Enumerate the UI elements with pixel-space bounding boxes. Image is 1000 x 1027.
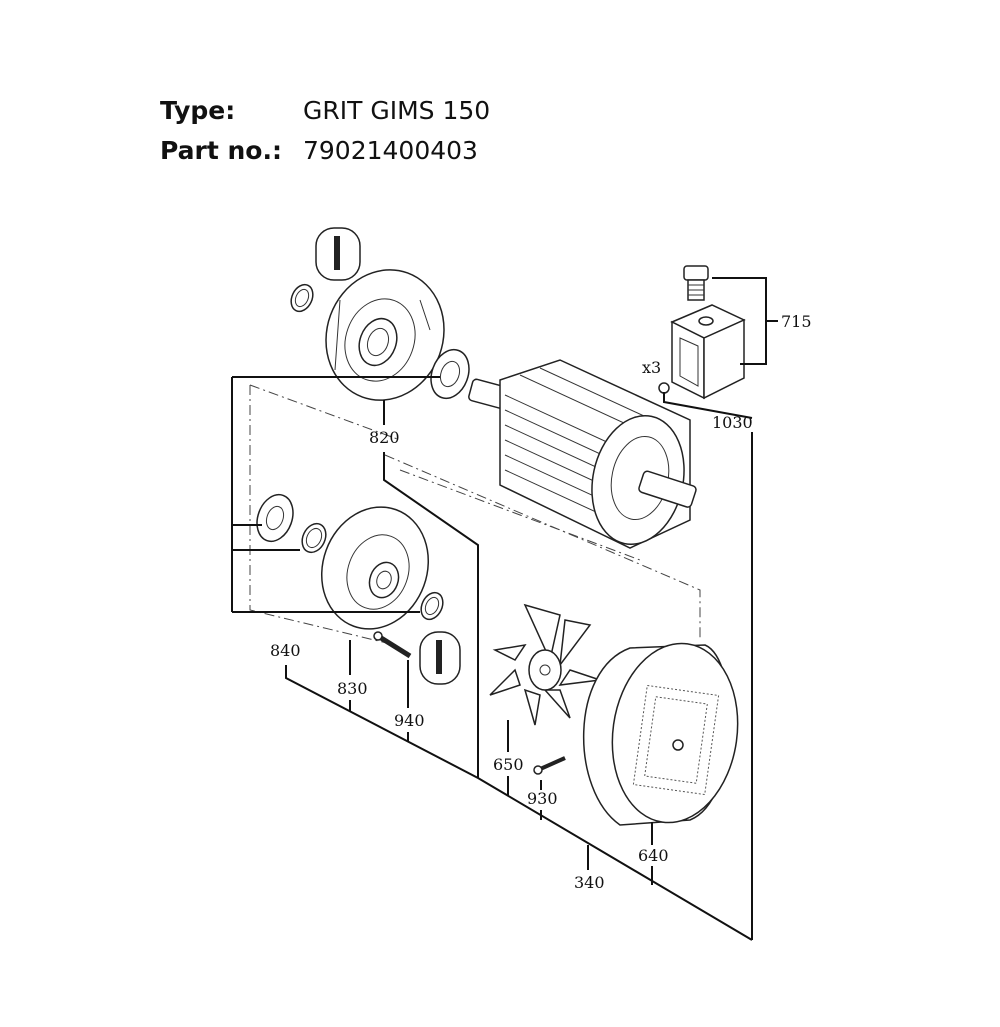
fan-cover-icon[interactable] xyxy=(583,635,749,831)
callout-x3: x3 xyxy=(642,358,661,377)
terminal-screw-icon[interactable] xyxy=(658,382,670,394)
screw-940-icon[interactable] xyxy=(373,631,412,659)
callout-840: 840 xyxy=(270,641,301,660)
callout-715: 715 xyxy=(781,312,812,331)
callout-830: 830 xyxy=(337,679,368,698)
type-label: Type: xyxy=(160,96,236,125)
callout-1030: 1030 xyxy=(712,413,753,432)
cable-gland-icon[interactable] xyxy=(683,265,709,301)
seal-detail-icon xyxy=(315,227,361,281)
seal-ring-icon[interactable] xyxy=(287,281,317,315)
bearing-front-icon[interactable] xyxy=(425,344,476,403)
callout-820: 820 xyxy=(369,428,400,447)
header: Type: GRIT GIMS 150 Part no.: 7902140040… xyxy=(160,96,490,176)
end-shield-front-icon[interactable] xyxy=(308,253,462,417)
o-ring-icon[interactable] xyxy=(298,520,331,556)
screw-930-icon[interactable] xyxy=(533,756,566,775)
type-value: GRIT GIMS 150 xyxy=(303,96,491,125)
lead-lines xyxy=(231,277,778,941)
part-row: Part no.: 79021400403 xyxy=(160,136,490,176)
end-shield-rear-icon[interactable] xyxy=(305,492,445,644)
fan-icon[interactable] xyxy=(489,603,601,726)
assembly-lines xyxy=(249,384,701,646)
seal-detail-rear-icon xyxy=(419,631,461,685)
part-label: Part no.: xyxy=(160,136,282,165)
callout-940: 940 xyxy=(394,711,425,730)
type-row: Type: GRIT GIMS 150 xyxy=(160,96,490,136)
part-value: 79021400403 xyxy=(303,136,478,165)
bearing-rear-icon[interactable] xyxy=(251,490,299,547)
callout-340: 340 xyxy=(574,873,605,892)
callout-650: 650 xyxy=(493,755,524,774)
seal-ring-rear-icon[interactable] xyxy=(417,589,447,623)
terminal-box-icon[interactable] xyxy=(670,304,746,400)
callout-930: 930 xyxy=(527,789,558,808)
callout-labels: 715 x3 1030 820 840 830 940 650 930 640 … xyxy=(270,312,812,892)
callout-640: 640 xyxy=(638,846,669,865)
rotor-icon[interactable] xyxy=(468,359,697,553)
